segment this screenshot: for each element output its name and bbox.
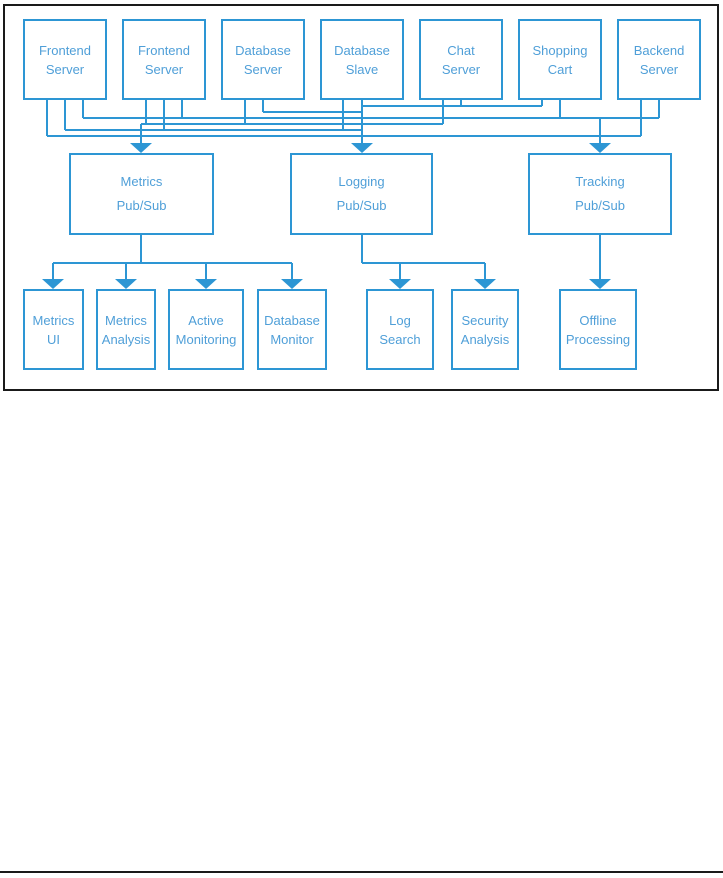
node-frontend-server-2: Frontend Server	[122, 19, 206, 100]
connector-layer	[42, 100, 660, 289]
node-label: Offline Processing	[565, 312, 631, 347]
bus-lines	[47, 105, 659, 137]
subscriber-tree-lines	[52, 235, 601, 280]
pubsub-drop-lines	[140, 100, 601, 144]
node-label: Frontend Server	[38, 42, 92, 77]
node-database-monitor: Database Monitor	[257, 289, 327, 370]
node-label: Logging Pub/Sub	[336, 174, 387, 213]
node-backend-server: Backend Server	[617, 19, 701, 100]
arrowhead-icons	[42, 143, 611, 289]
node-label: Frontend Server	[137, 42, 191, 77]
node-label: Metrics Analysis	[101, 312, 151, 347]
node-database-server: Database Server	[221, 19, 305, 100]
node-label: Shopping Cart	[532, 42, 588, 77]
node-label: Metrics Pub/Sub	[116, 174, 167, 213]
node-label: Database Server	[235, 42, 291, 77]
node-metrics-analysis: Metrics Analysis	[96, 289, 156, 370]
node-frontend-server-1: Frontend Server	[23, 19, 107, 100]
node-label: Tracking Pub/Sub	[575, 174, 625, 213]
node-tracking-pubsub: Tracking Pub/Sub	[528, 153, 672, 235]
node-label: Active Monitoring	[175, 312, 237, 347]
node-chat-server: Chat Server	[419, 19, 503, 100]
diagram-frame	[3, 4, 719, 391]
node-log-search: Log Search	[366, 289, 434, 370]
node-label: Log Search	[379, 312, 421, 347]
node-database-slave: Database Slave	[320, 19, 404, 100]
node-active-monitoring: Active Monitoring	[168, 289, 244, 370]
node-label: Chat Server	[441, 42, 481, 77]
node-label: Database Monitor	[264, 312, 320, 347]
node-label: Backend Server	[633, 42, 685, 77]
node-security-analysis: Security Analysis	[451, 289, 519, 370]
node-metrics-ui: Metrics UI	[23, 289, 84, 370]
node-metrics-pubsub: Metrics Pub/Sub	[69, 153, 214, 235]
node-logging-pubsub: Logging Pub/Sub	[290, 153, 433, 235]
page-separator-line	[0, 871, 723, 873]
node-label: Metrics UI	[32, 312, 75, 347]
node-offline-processing: Offline Processing	[559, 289, 637, 370]
node-label: Database Slave	[334, 42, 390, 77]
node-label: Security Analysis	[460, 312, 510, 347]
node-shopping-cart: Shopping Cart	[518, 19, 602, 100]
